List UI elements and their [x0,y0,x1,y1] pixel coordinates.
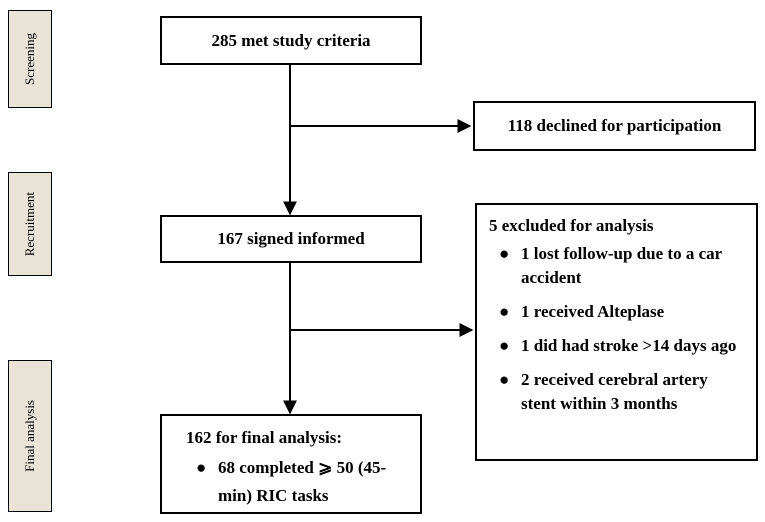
stage-final-analysis: Final analysis [8,360,52,512]
declined-box: 118 declined for participation [473,101,756,151]
list-item: ● 1 did had stroke >14 days ago [489,334,746,358]
bullet-icon: ● [499,336,510,355]
bullet-icon: ● [499,244,510,263]
declined-text: 118 declined for participation [507,116,722,135]
stage-recruitment: Recruitment [8,172,52,276]
met-criteria-text: 285 met study criteria [211,30,371,50]
list-item: ● 1 lost follow-up due to a car accident [499,244,722,287]
final-analysis-list: ● 68 completed ⩾ 50 (45-min) RIC tasks [186,454,410,510]
met-criteria-box: 285 met study criteria [160,16,422,65]
list-item: ● 1 received Alteplase [489,300,746,324]
excluded-box: 5 excluded for analysis ● 1 lost follow-… [475,203,758,461]
signed-text: 167 signed informed [217,229,365,248]
bullet-icon: ● [499,302,510,321]
stage-screening: Screening [8,10,52,108]
bullet-icon: ● [499,370,510,389]
list-item: ● 2 received cerebral artery stent withi… [499,370,708,413]
bullet-icon: ● [196,458,207,477]
final-analysis-title: 162 for final analysis: [186,428,343,447]
excluded-list: ● 1 lost follow-up due to a car accident… [489,242,746,416]
final-analysis-box: 162 for final analysis: ● 68 completed ⩾… [160,414,422,514]
excluded-title: 5 excluded for analysis [489,216,654,235]
signed-box: 167 signed informed [160,215,422,263]
list-item: ● 68 completed ⩾ 50 (45-min) RIC tasks [186,454,410,510]
